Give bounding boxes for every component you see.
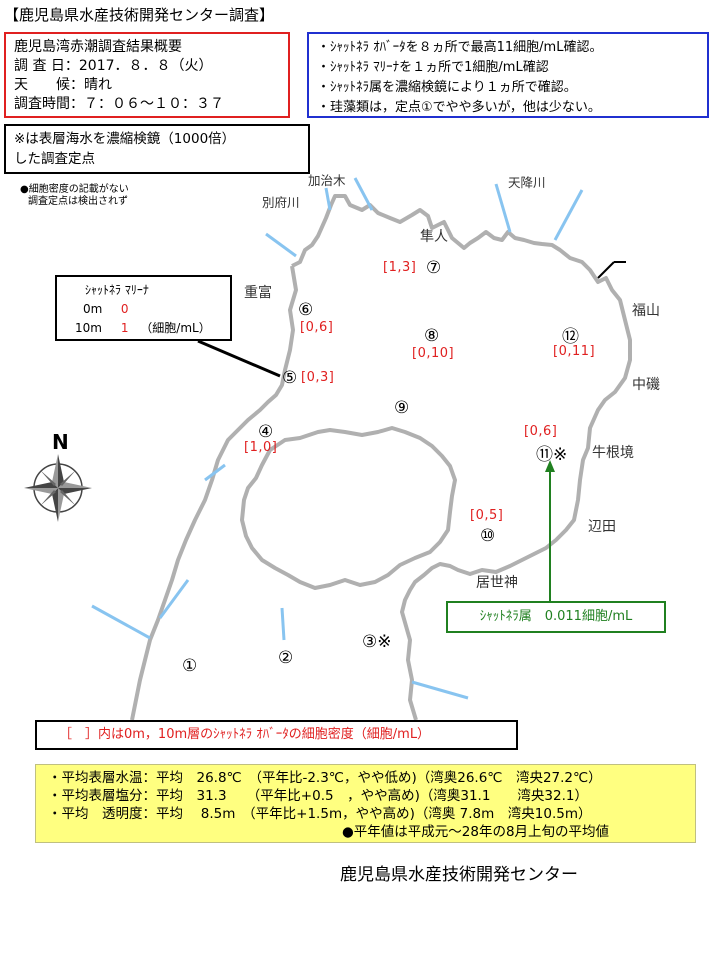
river-line — [494, 183, 512, 233]
averages-box: ・平均表層水温：平均 26.8℃ （平年比-2.3℃，やや低め)（湾奥26.6℃… — [35, 764, 696, 843]
organization-footer: 鹿児島県水産技術開発センター — [340, 865, 578, 885]
density-legend: ［ ］内は0m，10m層のｼｬｯﾄﾈﾗ ｵﾊﾞｰﾀの細胞密度（細胞/mL） — [35, 720, 518, 750]
station-2: ② — [278, 648, 294, 668]
genus-callout: ｼｬｯﾄﾈﾗ属 0.011細胞/mL — [446, 601, 666, 633]
marina-depth-0m: 0m — [83, 302, 103, 316]
no-detection-line: ●細胞密度の記載がない — [20, 184, 129, 195]
survey-date: 調 査 日：2017．８．８（火） — [14, 58, 213, 74]
west-coastline — [130, 265, 298, 721]
marina-callout: ｼｬｯﾄﾈﾗ ﾏﾘｰﾅ 0m 0 10m 1 （細胞/mL） — [55, 275, 232, 341]
place-kajiki: 加治木 — [308, 173, 346, 188]
density-station-4: [1,0] — [244, 440, 278, 455]
station-10: ⑩ — [480, 526, 496, 546]
no-detection-note: ●細胞密度の記載がない 調査定点は検出されず — [20, 184, 129, 208]
finding-item: ・ｼｬｯﾄﾈﾗ属を濃縮検鏡により１ヵ所で確認。 — [317, 80, 577, 95]
station-6: ⑥ — [298, 300, 314, 320]
place-hayato: 隼人 — [420, 229, 448, 245]
density-station-11: [0,6] — [524, 424, 558, 439]
density-station-7: [1,3] — [383, 260, 417, 275]
place-fukuyama: 福山 — [632, 303, 660, 319]
density-station-10: [0,5] — [470, 508, 504, 523]
station-8: ⑧ — [424, 326, 440, 346]
place-ushinekyo: 牛根境 — [592, 445, 634, 461]
marina-value-10m: 1 — [120, 321, 129, 335]
river-line — [553, 189, 584, 241]
place-nakaiso: 中磯 — [632, 377, 660, 393]
river-line — [204, 463, 226, 482]
finding-item: ・珪藻類は，定点①でやや多いが，他は少ない。 — [317, 100, 601, 115]
note-line: ※は表層海水を濃縮検鏡（1000倍） — [14, 131, 236, 147]
average-surface-salinity: ・平均表層塩分：平均 31.3 （平年比+0.5 ，やや高め)（湾奥31.1 湾… — [48, 788, 588, 804]
summary-heading: 鹿児島湾赤潮調査結果概要 — [14, 39, 182, 55]
marina-value-0m: 0 — [120, 302, 129, 316]
page-title: 【鹿児島県水産技術開発センター調査】 — [4, 6, 275, 24]
station-4: ④ — [258, 422, 274, 442]
river-line — [411, 680, 469, 700]
bay-coastline — [291, 194, 632, 721]
survey-time: 調査時間：７：０６～１０：３７ — [14, 96, 224, 112]
compass-north-label: N — [52, 430, 69, 454]
finding-item: ・ｼｬｯﾄﾈﾗ ｵﾊﾞｰﾀを８ヵ所で最高11細胞/mL確認。 — [317, 40, 603, 55]
averages-footnote: ●平年値は平成元～28年の8月上旬の平均値 — [342, 824, 610, 840]
station-9: ⑨ — [394, 398, 410, 418]
average-transparency: ・平均 透明度：平均 8.5m （平年比+1.5m，やや高め)（湾奥 7.8m … — [48, 806, 592, 822]
river-line — [91, 604, 151, 640]
density-station-5: [0,3] — [301, 370, 335, 385]
average-surface-temperature: ・平均表層水温：平均 26.8℃ （平年比-2.3℃，やや低め)（湾奥26.6℃… — [48, 770, 602, 786]
findings-box: ・ｼｬｯﾄﾈﾗ ｵﾊﾞｰﾀを８ヵ所で最高11細胞/mL確認。 ・ｼｬｯﾄﾈﾗ ﾏ… — [307, 32, 709, 118]
sakurajima-island — [240, 426, 457, 590]
station-11: ⑪※ — [536, 445, 568, 465]
place-iseijin: 居世神 — [476, 575, 518, 591]
river-line — [158, 579, 190, 619]
compass-rose — [24, 454, 92, 522]
survey-summary-box: 鹿児島湾赤潮調査結果概要 調 査 日：2017．８．８（火） 天 候：晴れ 調査… — [4, 32, 290, 118]
station-5: ⑤ — [282, 368, 298, 388]
station-3: ③※ — [362, 632, 392, 652]
density-station-12: [0,11] — [553, 344, 596, 359]
station-1: ① — [182, 656, 198, 676]
marina-depth-10m: 10m — [75, 321, 102, 335]
density-station-6: [0,6] — [300, 320, 334, 335]
note-line: した調査定点 — [14, 151, 95, 167]
density-station-8: [0,10] — [412, 346, 455, 361]
marina-callout-title: ｼｬｯﾄﾈﾗ ﾏﾘｰﾅ — [85, 283, 149, 297]
river-line — [353, 177, 374, 211]
no-detection-line: 調査定点は検出されず — [28, 196, 128, 207]
callout-connector — [197, 339, 281, 378]
place-amori-river: 天降川 — [508, 175, 546, 190]
marina-unit: （細胞/mL） — [140, 321, 211, 335]
station-12: ⑫ — [562, 327, 579, 347]
river-line — [324, 187, 332, 211]
station-7: ⑦ — [426, 258, 442, 278]
place-shigetomi: 重富 — [244, 285, 272, 301]
survey-weather: 天 候：晴れ — [14, 77, 112, 93]
concentration-note-box: ※は表層海水を濃縮検鏡（1000倍） した調査定点 — [4, 124, 310, 174]
genus-arrow-head — [545, 460, 555, 472]
place-beppu-river: 別府川 — [262, 195, 300, 210]
place-henda: 辺田 — [588, 519, 616, 535]
finding-item: ・ｼｬｯﾄﾈﾗ ﾏﾘｰﾅを１ヵ所で1細胞/mL確認 — [317, 60, 549, 75]
river-line — [597, 261, 615, 279]
river-line — [265, 232, 297, 258]
river-line — [280, 607, 286, 641]
